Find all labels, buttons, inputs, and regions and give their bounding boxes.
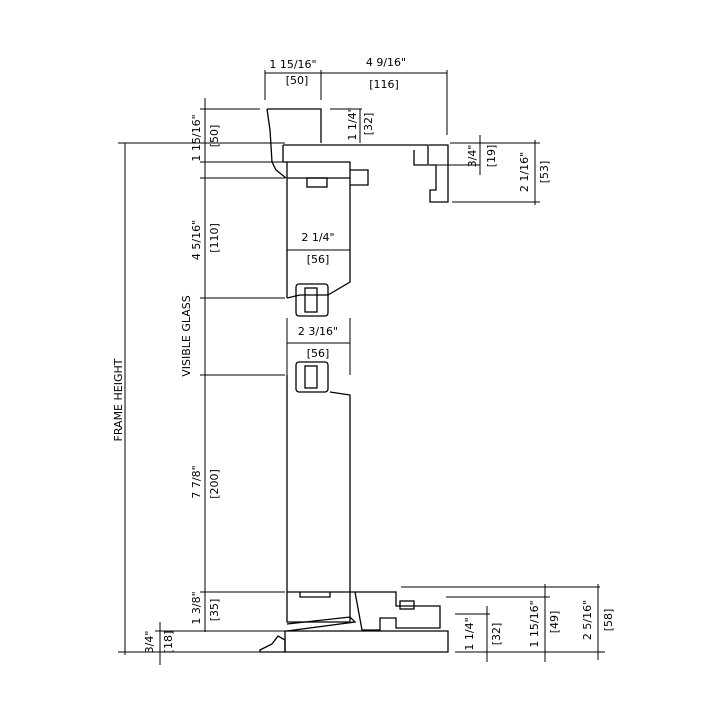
sill-right-total-label: 2 5/16" — [581, 600, 594, 640]
top-rail-depth-label: 2 1/4" — [301, 231, 334, 244]
glass-depth-mm: [56] — [307, 347, 330, 360]
head-height-label: 1 15/16" — [190, 114, 203, 161]
frame-height-dimension: FRAME HEIGHT — [112, 142, 285, 655]
sill-step-mm: [35] — [208, 599, 221, 622]
sill-step-label: 1 3/8" — [190, 591, 203, 624]
head-right-total-label: 2 1/16" — [518, 152, 531, 192]
top-dimensions: 1 15/16" [50] 4 9/16" [116] 1 1/4" [32] — [264, 56, 448, 143]
top-right-width-mm: [116] — [369, 78, 399, 91]
visible-glass-label: VISIBLE GLASS — [180, 295, 193, 377]
top-left-width-label: 1 15/16" — [269, 58, 316, 71]
head-right-small-label: 3/4" — [466, 145, 479, 168]
head-step-mm: [32] — [362, 113, 375, 136]
sill-profile — [259, 591, 449, 653]
sill-low-label: 3/4" — [143, 631, 156, 654]
head-right-dimensions: 3/4" [19] 2 1/16" [53] — [435, 135, 551, 205]
sill-right-mid-mm: [49] — [548, 611, 561, 634]
sill-right-inner-mm: [32] — [490, 623, 503, 646]
bottom-sash-rail — [286, 361, 357, 632]
sill-right-inner-label: 1 1/4" — [463, 617, 476, 650]
head-height-mm: [50] — [208, 125, 221, 148]
top-sash-rail: 2 1/4" [56] — [286, 177, 351, 317]
top-rail-label: 4 5/16" — [190, 220, 203, 260]
left-dimension-chain: 1 15/16" [50] 4 5/16" [110] VISIBLE GLAS… — [143, 98, 285, 665]
glass-depth-label: 2 3/16" — [298, 325, 338, 338]
frame-height-label: FRAME HEIGHT — [112, 358, 125, 441]
head-profile — [266, 108, 449, 298]
top-rail-depth-mm: [56] — [307, 253, 330, 266]
glass-dimension: 2 3/16" [56] — [286, 318, 351, 375]
sill-right-dimensions: 1 1/4" [32] 1 15/16" [49] 2 5/16" [58] — [401, 584, 615, 662]
sill-low-mm: [18] — [162, 631, 175, 654]
top-left-width-mm: [50] — [286, 74, 309, 87]
top-rail-mm: [110] — [208, 223, 221, 253]
bottom-rail-label: 7 7/8" — [190, 465, 203, 498]
head-right-total-mm: [53] — [538, 161, 551, 184]
bottom-rail-mm: [200] — [208, 469, 221, 499]
sill-right-total-mm: [58] — [602, 609, 615, 632]
sill-right-mid-label: 1 15/16" — [528, 600, 541, 647]
top-right-width-label: 4 9/16" — [366, 56, 406, 69]
head-right-small-mm: [19] — [485, 145, 498, 168]
head-step-label: 1 1/4" — [346, 107, 359, 140]
